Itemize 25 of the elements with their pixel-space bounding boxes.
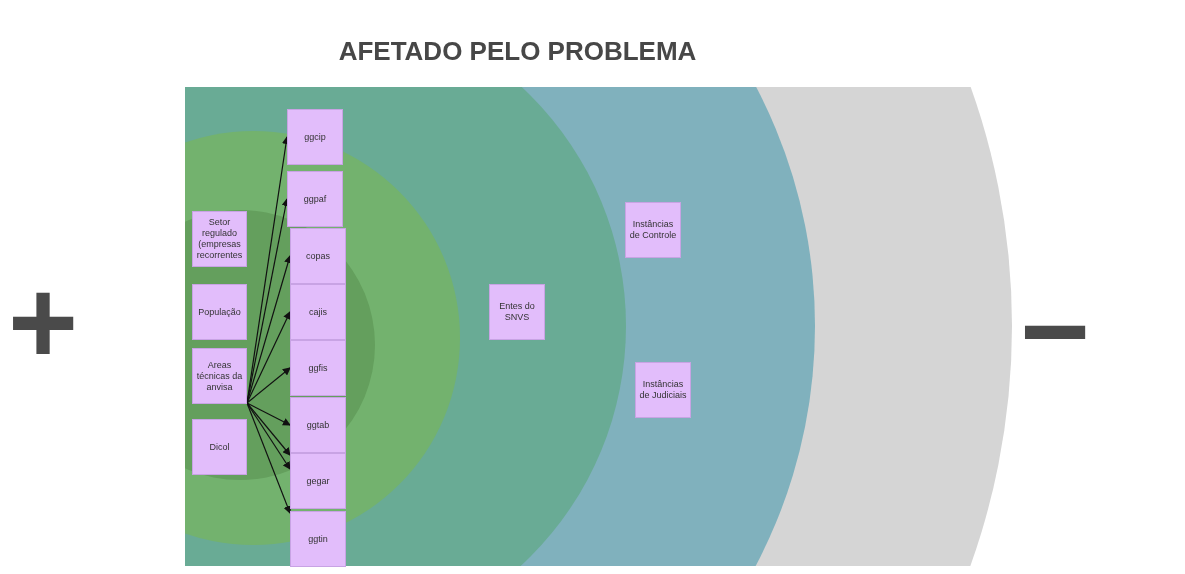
sticky-note: ggtin xyxy=(290,511,346,567)
arrow xyxy=(246,402,291,470)
minus-sign: − xyxy=(1020,270,1091,390)
sticky-note: Entes do SNVS xyxy=(489,284,545,340)
arrow xyxy=(246,402,291,426)
sticky-note: Dicol xyxy=(192,419,247,475)
arrow xyxy=(246,255,292,404)
sticky-note: Setor regulado (empresas recorrentes xyxy=(192,211,247,267)
arrow xyxy=(246,402,291,456)
arrow xyxy=(246,367,291,404)
sticky-note: cajis xyxy=(290,284,346,340)
sticky-note: copas xyxy=(290,228,346,284)
sticky-note: Instâncias de Judiciais xyxy=(635,362,691,418)
sticky-note: gegar xyxy=(290,453,346,509)
sticky-note: Areas técnicas da anvisa xyxy=(192,348,247,404)
sticky-note: População xyxy=(192,284,247,340)
sticky-note: ggtab xyxy=(290,397,346,453)
title: AFETADO PELO PROBLEMA xyxy=(337,36,698,67)
sticky-note: ggpaf xyxy=(287,171,343,227)
sticky-note: Instâncias de Controle xyxy=(625,202,681,258)
arrow xyxy=(246,311,291,404)
sticky-note: ggfis xyxy=(290,340,346,396)
plus-sign: + xyxy=(8,262,79,382)
sticky-note: ggcip xyxy=(287,109,343,165)
arrow xyxy=(246,402,292,514)
